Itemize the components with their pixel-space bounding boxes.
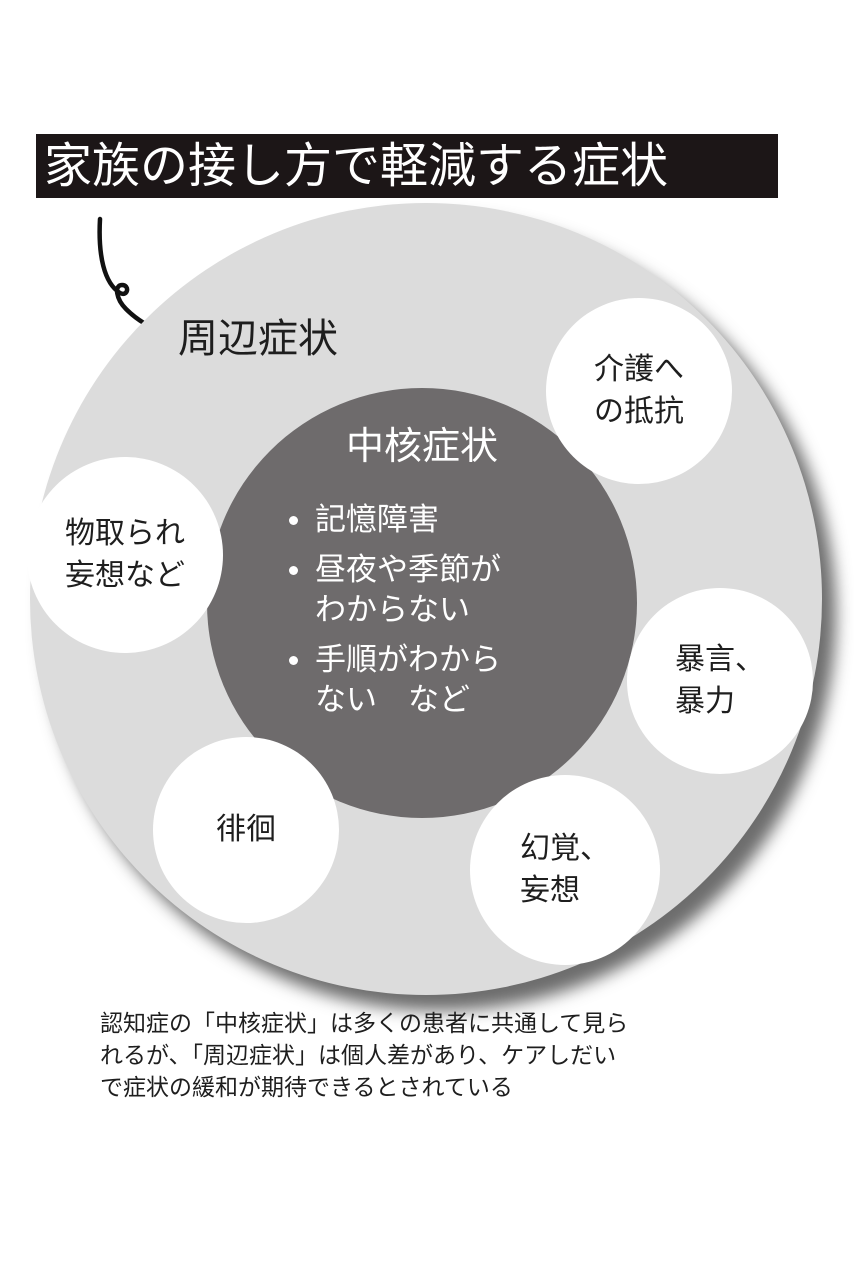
- symptom-bubble-violence: 暴言、 暴力: [627, 588, 813, 774]
- symptom-bubble-wandering: 徘徊: [153, 737, 339, 923]
- core-symptom-item: 記憶障害: [287, 500, 501, 540]
- core-symptom-item: 手順がわから ない など: [287, 640, 501, 720]
- peripheral-symptoms-label: 周辺症状: [178, 316, 338, 362]
- symptom-bubble-hallucination: 幻覚、 妄想: [470, 775, 660, 965]
- diagram-title: 家族の接し方で軽減する症状: [36, 134, 778, 198]
- bullet-icon: [289, 566, 298, 575]
- symptom-bubble-theft-delusion: 物取られ 妄想など: [27, 457, 223, 653]
- caption-text: 認知症の「中核症状」は多くの患者に共通して見ら れるが、「周辺症状」は個人差があ…: [100, 1011, 629, 1101]
- bullet-icon: [289, 656, 298, 665]
- core-symptom-item: 昼夜や季節が わからない: [287, 550, 501, 630]
- core-symptoms-label: 中核症状: [345, 424, 498, 468]
- bullet-icon: [289, 516, 298, 525]
- symptom-bubble-resistance: 介護へ の抵抗: [546, 298, 732, 484]
- core-symptoms-list: 記憶障害 昼夜や季節が わからない 手順がわから ない など: [287, 500, 501, 730]
